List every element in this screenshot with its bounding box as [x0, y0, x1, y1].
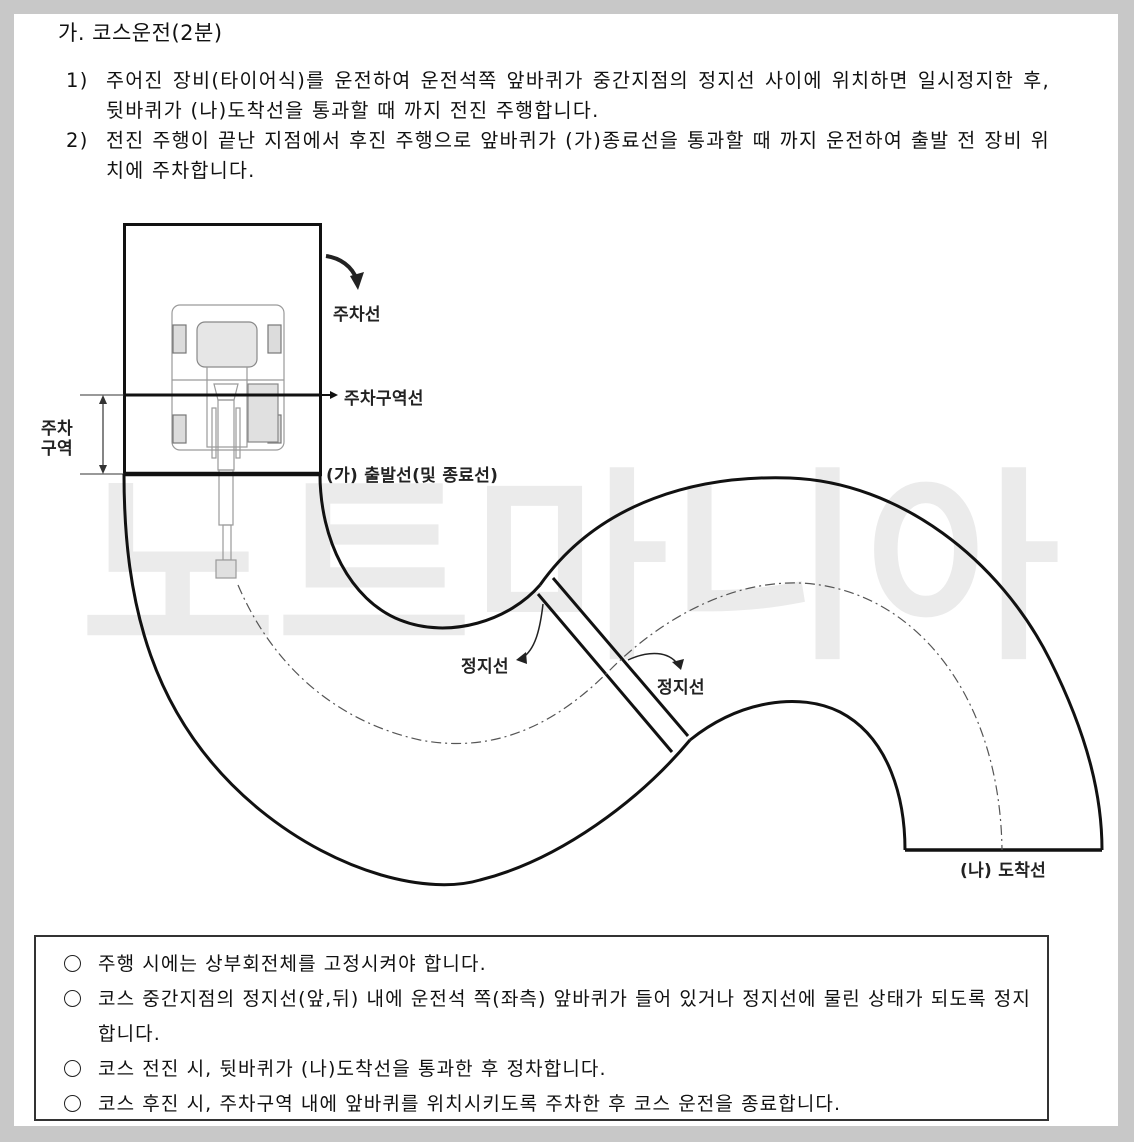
step-1: 1) 주어진 장비(타이어식)를 운전하여 운전석쪽 앞바퀴가 중간지점의 정지…: [60, 66, 1050, 126]
note-text: 코스 전진 시, 뒷바퀴가 (나)도착선을 통과한 후 정차합니다.: [98, 1058, 607, 1080]
parking-zone-line-label: 주차구역선: [344, 389, 424, 409]
circle-bullet-icon: [64, 1095, 81, 1112]
parking-line-arrow: [325, 254, 364, 290]
circle-bullet-icon: [64, 1060, 81, 1077]
note-text: 코스 후진 시, 주차구역 내에 앞바퀴를 위치시키도록 주차한 후 코스 운전…: [98, 1093, 842, 1115]
arrival-line-label: (나) 도착선: [960, 861, 1047, 881]
note-item: 코스 후진 시, 주차구역 내에 앞바퀴를 위치시키도록 주차한 후 코스 운전…: [64, 1087, 1047, 1122]
circle-bullet-icon: [64, 955, 81, 972]
equipment-icon: [171, 304, 285, 579]
step-text: 전진 주행이 끝난 지점에서 후진 주행으로 앞바퀴가 (가)종료선을 통과할 …: [106, 129, 1050, 182]
stop-line-label-2: 정지선: [657, 678, 705, 698]
parking-zone-dimension: [80, 394, 124, 475]
parking-line-label: 주차선: [333, 305, 381, 325]
parking-zone-label-1: 주차: [41, 419, 73, 439]
note-item: 코스 전진 시, 뒷바퀴가 (나)도착선을 통과한 후 정차합니다.: [64, 1052, 1047, 1087]
parking-zone-line-arrow: [322, 391, 338, 399]
step-number: 1): [66, 69, 89, 92]
parking-box: [123, 223, 322, 477]
notes-box: 주행 시에는 상부회전체를 고정시켜야 합니다. 코스 중간지점의 정지선(앞,…: [34, 935, 1049, 1121]
stop-line-label-1: 정지선: [461, 657, 509, 677]
note-text: 코스 중간지점의 정지선(앞,뒤) 내에 운전석 쪽(좌측) 앞바퀴가 들어 있…: [98, 988, 1031, 1045]
note-item: 코스 중간지점의 정지선(앞,뒤) 내에 운전석 쪽(좌측) 앞바퀴가 들어 있…: [64, 982, 1047, 1052]
start-line-label: (가) 출발선(및 종료선): [326, 466, 499, 486]
section-heading: 가. 코스운전(2분): [58, 21, 223, 45]
watermark-text: 노트마니아: [80, 451, 1060, 689]
course-outline: [122, 473, 1104, 887]
note-item: 주행 시에는 상부회전체를 고정시켜야 합니다.: [64, 947, 1047, 982]
stop-lines: [536, 577, 690, 753]
parking-zone-label-2: 구역: [41, 439, 73, 459]
notes-list: 주행 시에는 상부회전체를 고정시켜야 합니다. 코스 중간지점의 정지선(앞,…: [36, 937, 1047, 1122]
note-text: 주행 시에는 상부회전체를 고정시켜야 합니다.: [98, 953, 487, 975]
step-text: 주어진 장비(타이어식)를 운전하여 운전석쪽 앞바퀴가 중간지점의 정지선 사…: [106, 69, 1050, 122]
step-2: 2) 전진 주행이 끝난 지점에서 후진 주행으로 앞바퀴가 (가)종료선을 통…: [60, 126, 1050, 186]
course-centerline: [237, 582, 1003, 851]
instruction-steps: 1) 주어진 장비(타이어식)를 운전하여 운전석쪽 앞바퀴가 중간지점의 정지…: [60, 66, 1050, 186]
step-number: 2): [66, 129, 89, 152]
circle-bullet-icon: [64, 990, 81, 1007]
